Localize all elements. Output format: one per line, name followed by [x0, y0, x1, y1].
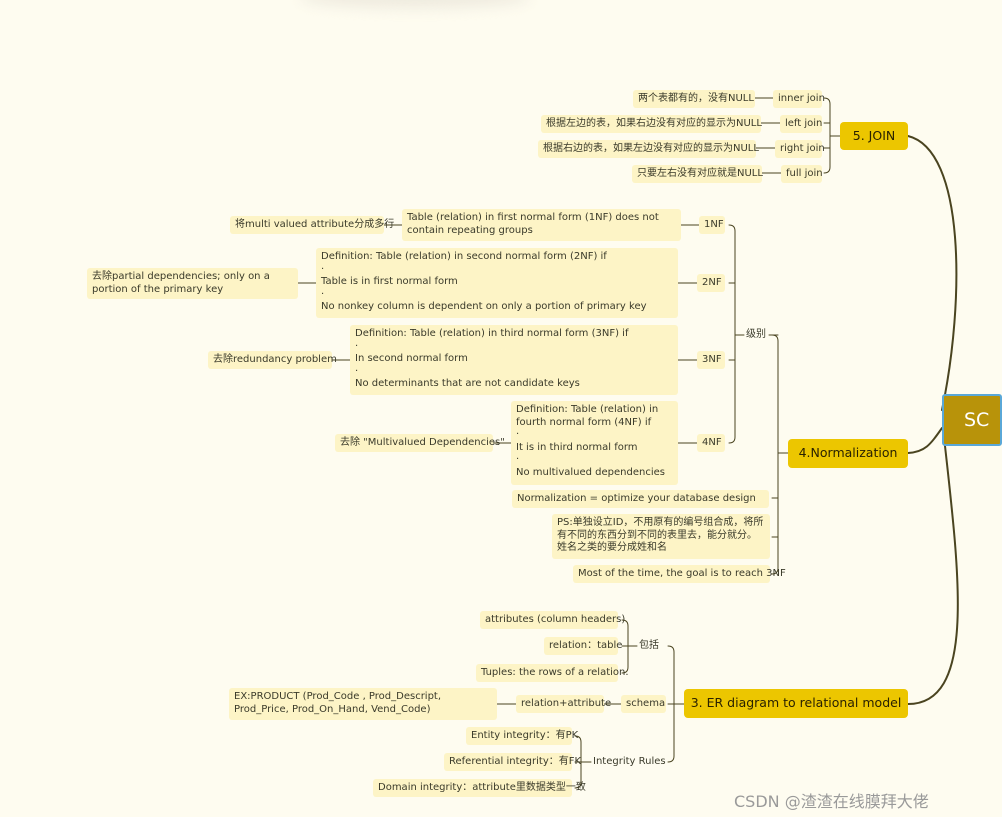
levels-label[interactable]: 级别 [746, 329, 766, 340]
csdn-watermark: CSDN @渣渣在线膜拜大佬 [734, 792, 929, 811]
root-topic[interactable]: SC [942, 394, 1002, 446]
include-tuples[interactable]: Tuples: the rows of a relation. [476, 664, 629, 682]
join-type-left[interactable]: left join [780, 115, 822, 133]
join-desc-inner[interactable]: 两个表都有的，没有NULL [633, 90, 755, 108]
join-desc-right[interactable]: 根据右边的表，如果左边没有对应的显示为NULL [538, 140, 759, 158]
top-shadow [300, 0, 530, 8]
definition-1nf[interactable]: Table (relation) in first normal form (1… [402, 209, 681, 241]
trunk-normalization [907, 427, 943, 454]
join-type-right[interactable]: right join [775, 140, 825, 158]
include-label[interactable]: 包括 [639, 640, 659, 651]
norm-bracket [771, 334, 779, 575]
integrity-referential[interactable]: Referential integrity：有FK [444, 753, 581, 771]
join-type-inner[interactable]: inner join [773, 90, 825, 108]
integrity-rules-label[interactable]: Integrity Rules [593, 756, 666, 767]
integrity-domain[interactable]: Domain integrity：attribute里数据类型一致 [373, 779, 586, 797]
trunk-join [907, 135, 958, 411]
join-desc-left[interactable]: 根据左边的表，如果右边没有对应的显示为NULL [541, 115, 762, 133]
level-4nf[interactable]: 4NF [697, 434, 725, 452]
level-2nf[interactable]: 2NF [697, 274, 725, 292]
integrity-entity[interactable]: Entity integrity：有PK [466, 727, 578, 745]
note-3nf[interactable]: 去除redundancy problem [208, 351, 337, 369]
goal-note[interactable]: Most of the time, the goal is to reach 3… [573, 565, 786, 583]
schema-example[interactable]: EX:PRODUCT (Prod_Code , Prod_Descript, P… [229, 688, 497, 720]
definition-3nf[interactable]: Definition: Table (relation) in third no… [350, 325, 678, 395]
join-type-full[interactable]: full join [781, 165, 823, 183]
normalization-topic[interactable]: 4.Normalization [788, 439, 908, 468]
level-3nf[interactable]: 3NF [697, 351, 725, 369]
optimize-note[interactable]: Normalization = optimize your database d… [512, 490, 769, 508]
join-topic[interactable]: 5. JOIN [840, 122, 908, 150]
level-1nf[interactable]: 1NF [699, 216, 725, 234]
join-desc-full[interactable]: 只要左右没有对应就是NULL [632, 165, 763, 183]
trunk-er [907, 445, 959, 705]
include-relation[interactable]: relation：table [544, 637, 622, 655]
join-bracket [823, 97, 831, 174]
note-2nf[interactable]: 去除partial dependencies; only on a portio… [87, 268, 298, 299]
root-topic-label: SC [964, 408, 990, 431]
schema-relation-attribute[interactable]: relation+attribute [516, 695, 611, 713]
schema-label[interactable]: schema [621, 695, 666, 713]
levels-bracket [728, 224, 736, 444]
ps-note[interactable]: PS:单独设立ID，不用原有的编号组合成，将所有不同的东西分到不同的表里去，能分… [552, 514, 770, 559]
note-1nf[interactable]: 将multi valued attribute分成多行 [230, 216, 394, 234]
definition-4nf[interactable]: Definition: Table (relation) in fourth n… [511, 401, 678, 485]
include-attributes[interactable]: attributes (column headers) [480, 611, 625, 629]
definition-2nf[interactable]: Definition: Table (relation) in second n… [316, 248, 678, 318]
er-topic[interactable]: 3. ER diagram to relational model [684, 689, 908, 718]
note-4nf[interactable]: 去除 "Multivalued Dependencies" [335, 434, 505, 452]
